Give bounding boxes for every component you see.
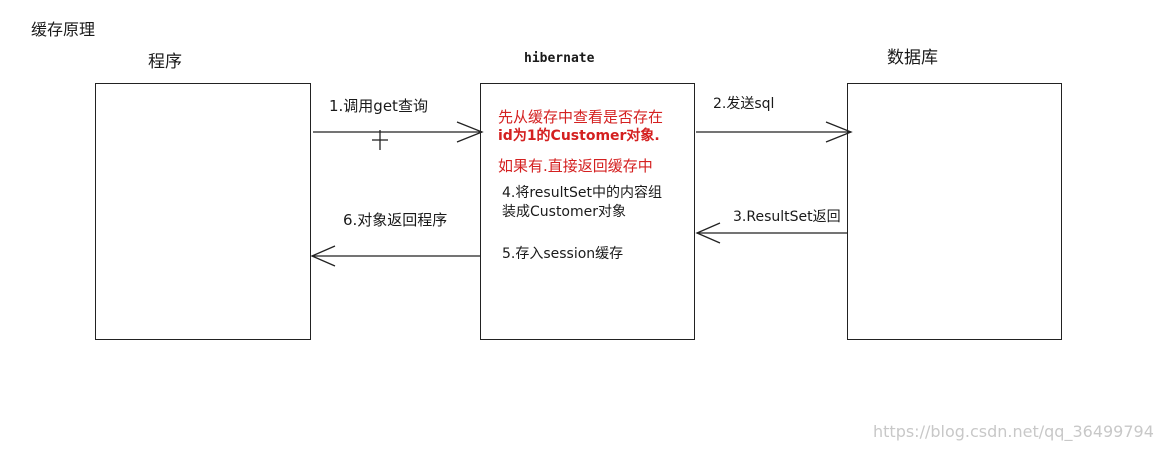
- program-label: 程序: [148, 52, 182, 72]
- arrow-step1-head: [456, 121, 484, 143]
- hibernate-label: hibernate: [524, 51, 595, 66]
- database-box: [847, 83, 1062, 340]
- program-box: [95, 83, 311, 340]
- hibernate-step5: 5.存入session缓存: [502, 246, 624, 262]
- hibernate-note-line3: 如果有.直接返回缓存中: [498, 157, 653, 175]
- arrows-layer: [310, 121, 853, 267]
- database-label: 数据库: [887, 48, 938, 68]
- edge-label-step3: 3.ResultSet返回: [733, 209, 841, 225]
- diagram-canvas: 缓存原理 程序 hibernate 数据库 1.调用get查询 2.发送sql: [31, 20, 1154, 442]
- watermark-text: https://blog.csdn.net/qq_36499794: [873, 422, 1154, 441]
- hibernate-step4-line2: 装成Customer对象: [502, 204, 627, 220]
- hibernate-note-line2: id为1的Customer对象.: [498, 128, 660, 144]
- edge-label-step1: 1.调用get查询: [329, 97, 428, 115]
- arrow-step6-head: [310, 245, 336, 267]
- edge-label-step2: 2.发送sql: [713, 96, 775, 112]
- hibernate-step4-line1: 4.将resultSet中的内容组: [502, 185, 662, 201]
- diagram-title: 缓存原理: [31, 20, 96, 39]
- hibernate-box: [480, 83, 695, 340]
- hibernate-note-line1: 先从缓存中查看是否存在: [498, 108, 664, 126]
- arrow-step3-head: [695, 222, 721, 244]
- arrow-step2-head: [825, 121, 853, 143]
- edge-label-step6: 6.对象返回程序: [343, 211, 448, 229]
